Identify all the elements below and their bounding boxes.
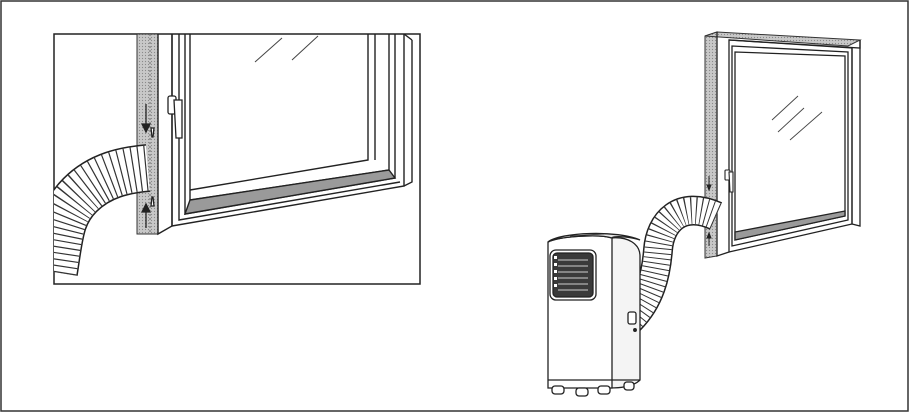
arrow-down-icon [140,104,155,138]
window-seal-icon [136,34,159,235]
overview-panel [547,31,862,397]
arrow-up-icon [140,196,155,228]
window-handle-icon [724,169,734,193]
exhaust-hose-icon [54,144,151,276]
arrow-up-icon [706,231,712,246]
detail-panel [53,33,421,285]
arrow-down-icon [706,176,712,192]
exhaust-hose-icon [618,195,723,331]
window-icon [716,32,861,257]
window-handle-icon [167,95,183,139]
window-icon [157,34,413,236]
ac-unit-icon [547,232,641,397]
